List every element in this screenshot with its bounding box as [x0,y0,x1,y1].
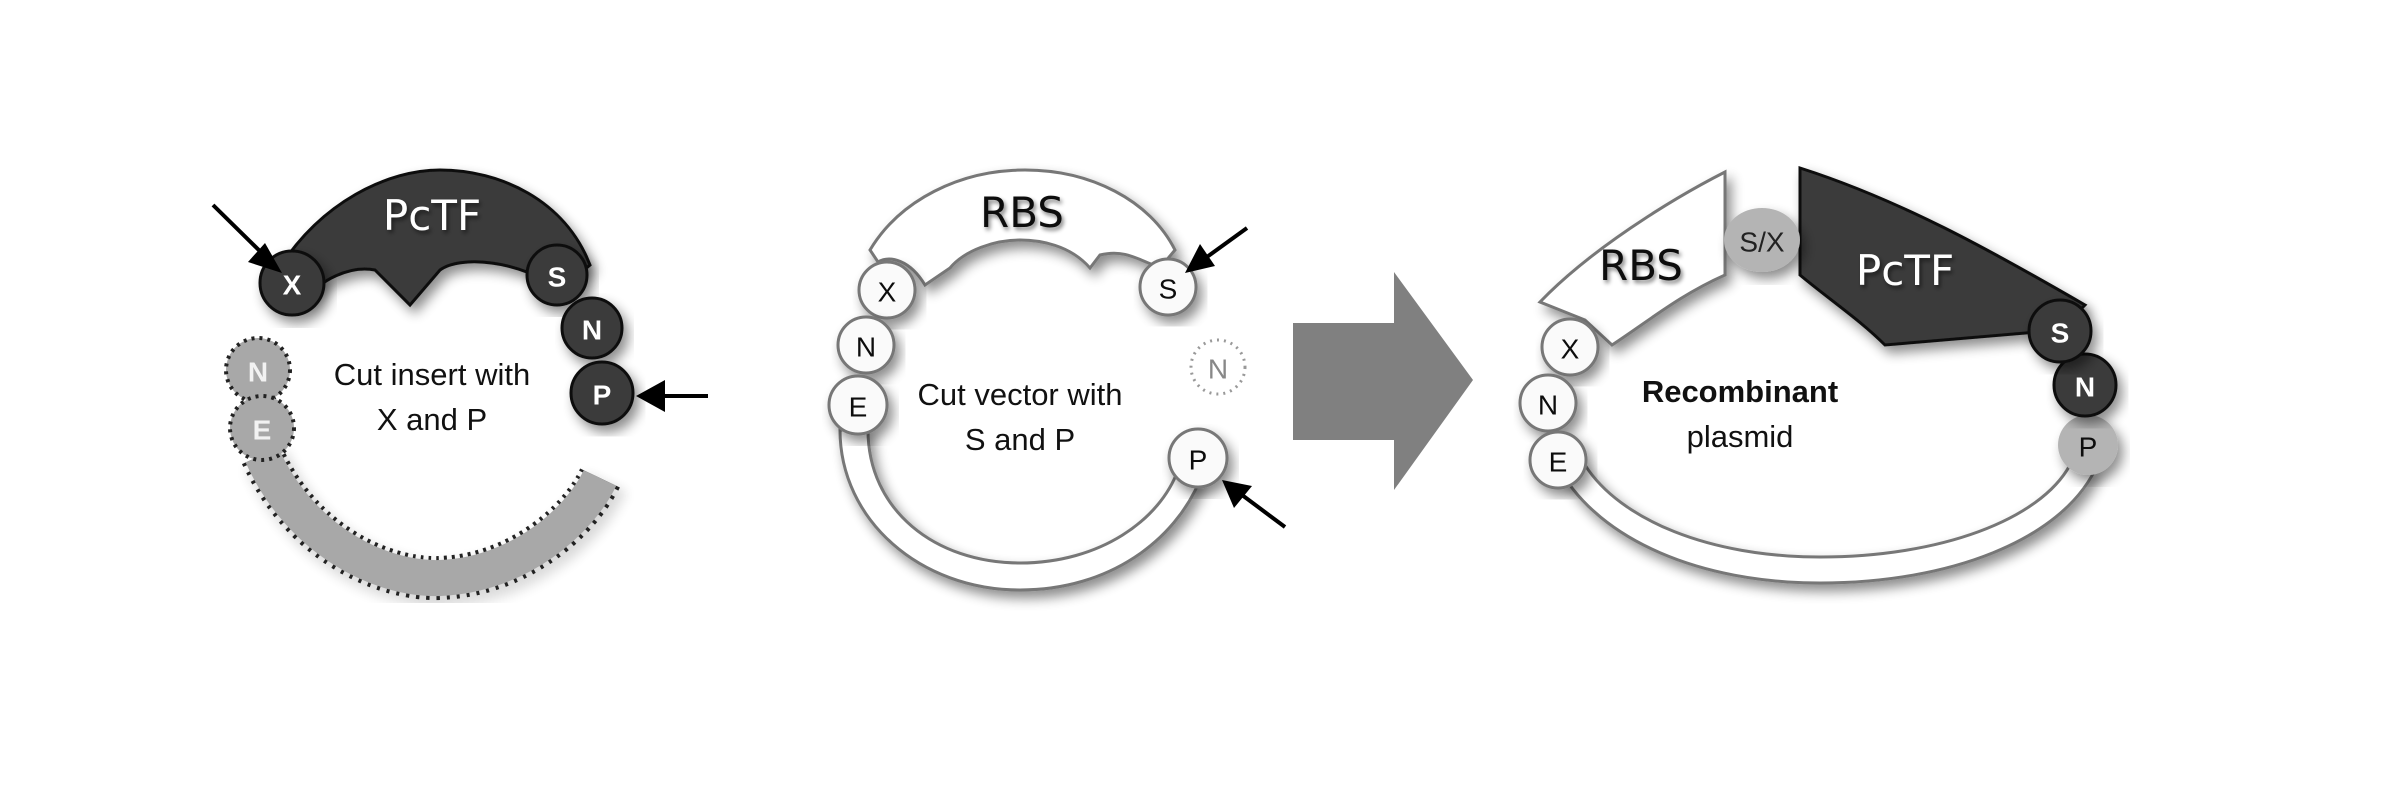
insert-caption-line2: X and P [377,402,487,437]
scar-site-sx: S/X [1724,208,1800,272]
insert-part-label: PcTF [383,191,481,240]
vector-removed-site-n: N [1189,338,1247,396]
recombinant-part2-label: PcTF [1856,246,1954,295]
cut-arrowhead-p2-icon [1222,480,1252,508]
vector-rbs-part-shape [868,168,1177,288]
svg-text:N: N [1208,354,1228,385]
recombinant-rbs-part-shape [1537,169,1727,347]
insert-site-n: N [560,296,624,360]
cut-arrowhead-x-icon [248,243,282,273]
right-arrow-icon [1293,272,1473,490]
svg-text:N: N [582,315,602,346]
vector-caption-line1: Cut vector with [917,377,1122,412]
vector-panel: RBS X N E S N P Cut vector with S and P [827,168,1287,592]
cut-arrowhead-p-icon [636,380,665,412]
recombinant-caption-line2: plasmid [1687,419,1794,454]
svg-text:N: N [1538,390,1558,421]
svg-text:E: E [1549,447,1568,478]
recombinant-backbone [1557,463,2098,585]
vector-site-p: P [1167,427,1229,489]
svg-text:X: X [878,277,897,308]
recombinant-caption-line1: Recombinant [1642,374,1838,409]
insert-site-s: S [525,243,589,307]
recombinant-site-e: E [1528,430,1588,490]
recombinant-pctf-part-shape [1798,165,2088,347]
insert-panel: PcTF X S N P N E Cut insert with X a [211,168,708,601]
svg-text:S: S [2051,318,2070,349]
vector-site-e: E [827,374,889,436]
insert-caption-line1: Cut insert with [334,357,530,392]
svg-text:N: N [2075,372,2095,403]
vector-site-n: N [836,315,896,375]
vector-site-x: X [857,260,917,320]
recombinant-part1-label: RBS [1599,241,1683,290]
svg-text:X: X [1561,334,1580,365]
cut-arrowhead-s-icon [1185,244,1215,273]
insert-removed-site-e: E [228,394,296,462]
insert-removed-site-n: N [224,336,292,404]
insert-site-p: P [569,360,635,426]
vector-part-label: RBS [980,188,1064,237]
svg-text:P: P [593,380,612,411]
svg-text:P: P [2079,432,2098,463]
recombinant-site-x: X [1540,317,1600,377]
svg-text:P: P [1189,445,1208,476]
svg-text:S: S [548,262,567,293]
svg-text:N: N [248,357,268,388]
recombinant-site-s: S [2027,298,2093,364]
cut-arrow-p2-icon [1236,490,1287,529]
svg-text:X: X [283,270,302,301]
svg-text:E: E [849,392,868,423]
svg-text:S: S [1159,274,1178,305]
svg-text:N: N [856,332,876,363]
pctf-part-shape [273,168,592,308]
svg-text:E: E [253,415,272,446]
svg-text:S/X: S/X [1739,227,1784,258]
vector-caption-line2: S and P [965,422,1075,457]
recombinant-site-p: P [2058,415,2118,475]
recombinant-site-n-dark: N [2052,352,2118,418]
recombinant-panel: RBS PcTF S/X X N E P N [1518,165,2118,585]
vector-site-s: S [1138,257,1198,317]
recombinant-site-n: N [1518,373,1578,433]
